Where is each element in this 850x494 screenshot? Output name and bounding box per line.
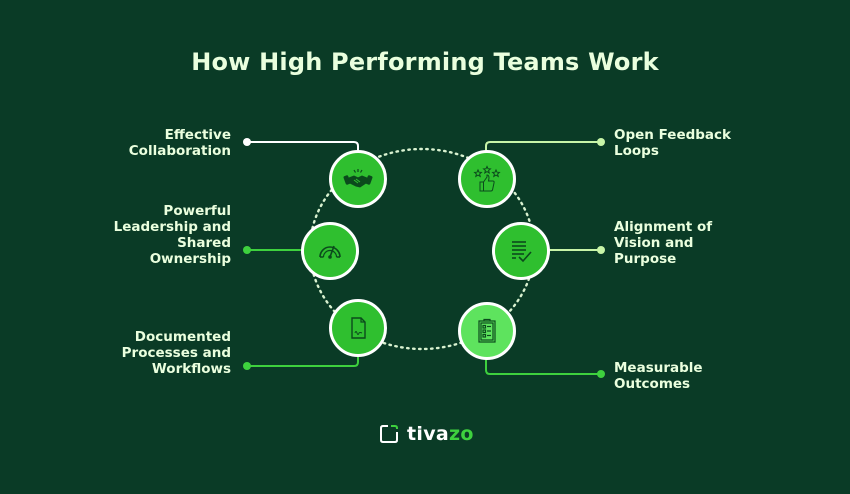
thumbs-up-stars-icon bbox=[473, 165, 501, 192]
tivazo-logo-icon bbox=[380, 425, 398, 443]
logo-text: tivazo bbox=[407, 423, 474, 445]
signed-document-icon bbox=[351, 317, 366, 339]
node-measurable-outcomes bbox=[458, 302, 516, 360]
label-line: Leadership and bbox=[113, 219, 231, 235]
connector-dot-documented-processes bbox=[243, 362, 251, 370]
logo-text-main: tiva bbox=[407, 423, 450, 445]
connector-dot-effective-collaboration bbox=[243, 138, 251, 146]
label-effective-collaboration: Effective Collaboration bbox=[129, 127, 231, 159]
label-line: Powerful bbox=[163, 203, 231, 219]
label-line: Documented bbox=[134, 329, 231, 345]
label-line: Open Feedback bbox=[614, 127, 732, 143]
checklist-icon bbox=[512, 241, 532, 263]
label-line: Outcomes bbox=[614, 376, 691, 392]
connector-dot-measurable-outcomes bbox=[597, 370, 605, 378]
connector-dot-open-feedback-loops bbox=[597, 138, 605, 146]
label-line: Vision and bbox=[614, 235, 694, 251]
node-documented-processes bbox=[329, 299, 387, 357]
connector-documented-processes bbox=[247, 354, 359, 367]
handshake-icon bbox=[343, 169, 373, 188]
node-open-feedback-loops bbox=[458, 150, 516, 208]
logo-text-accent: zo bbox=[449, 423, 474, 445]
clipboard-icon bbox=[478, 318, 496, 343]
node-effective-collaboration bbox=[329, 150, 387, 208]
label-line: Loops bbox=[614, 143, 659, 159]
node-powerful-leadership bbox=[301, 222, 359, 280]
label-line: Shared bbox=[177, 235, 231, 251]
label-line: Effective bbox=[164, 127, 231, 143]
label-measurable-outcomes: Measurable Outcomes bbox=[614, 360, 703, 392]
page-title: How High Performing Teams Work bbox=[191, 48, 659, 76]
label-line: Purpose bbox=[614, 251, 677, 267]
label-line: Measurable bbox=[614, 360, 703, 376]
label-line: Alignment of bbox=[614, 219, 713, 235]
label-powerful-leadership: Powerful Leadership and Shared Ownership bbox=[114, 203, 231, 267]
connector-dot-powerful-leadership bbox=[243, 246, 251, 254]
label-documented-processes: Documented Processes and Workflows bbox=[122, 329, 231, 377]
node-alignment-vision bbox=[492, 222, 550, 280]
connector-effective-collaboration bbox=[247, 141, 359, 152]
label-alignment-vision: Alignment of Vision and Purpose bbox=[614, 219, 712, 267]
gauge-icon bbox=[319, 245, 341, 259]
label-line: Collaboration bbox=[128, 143, 231, 159]
label-line: Ownership bbox=[149, 251, 231, 267]
connector-measurable-outcomes bbox=[485, 357, 601, 375]
label-line: Processes and bbox=[121, 345, 231, 361]
label-open-feedback-loops: Open Feedback Loops bbox=[614, 127, 731, 159]
label-line: Workflows bbox=[151, 361, 231, 377]
connector-open-feedback-loops bbox=[485, 141, 601, 152]
connector-dot-alignment-vision bbox=[597, 246, 605, 254]
brand-logo: tivazo bbox=[379, 423, 474, 445]
